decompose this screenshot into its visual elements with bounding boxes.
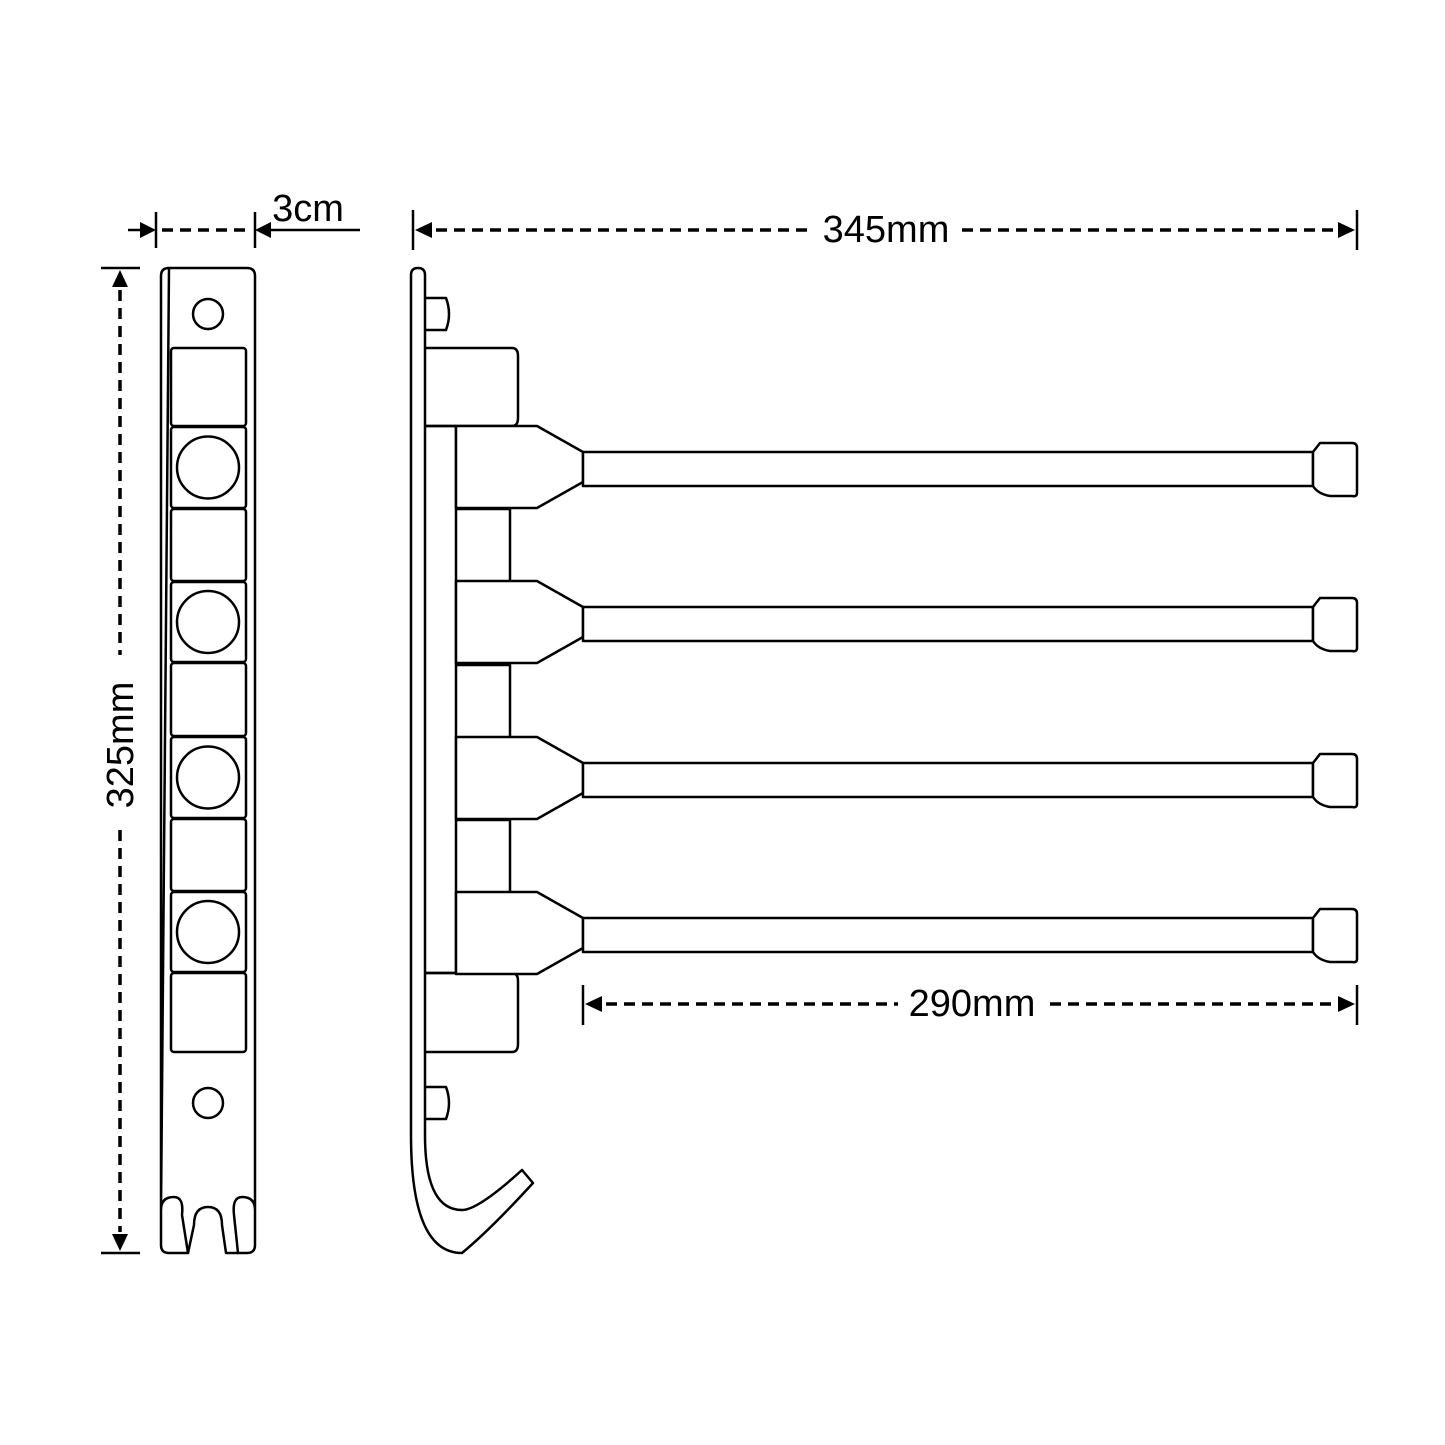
arm-rod: [581, 761, 1315, 799]
arm-rod: [581, 605, 1315, 643]
arm-rod: [581, 916, 1315, 954]
arm-hub: [454, 735, 585, 821]
arm-spacer: [456, 663, 512, 737]
height-dimension: 325mm: [100, 266, 142, 1255]
hinge-circle: [175, 745, 241, 810]
front-view-backplate: [159, 266, 257, 1255]
width-label: 3cm: [272, 188, 344, 230]
arm-hub: [454, 890, 585, 976]
towel-arm: [454, 818, 1359, 976]
towel-arm: [454, 663, 1359, 821]
arm-length-dimension: 290mm: [581, 983, 1359, 1025]
arm-hub: [454, 424, 585, 510]
spacer-block: [169, 971, 248, 1054]
mounting-hole-top: [191, 297, 225, 331]
knob-bottom: [425, 1085, 451, 1121]
side-view: [409, 266, 1359, 1255]
hinge-circle: [175, 435, 241, 500]
hinge-circle: [175, 589, 241, 655]
hinge-block: [169, 425, 248, 510]
arm-end-cap: [1311, 752, 1359, 809]
width-dimension: 3cm: [128, 188, 360, 248]
spacer-block: [169, 817, 248, 893]
height-label: 325mm: [100, 682, 142, 809]
arm-end-cap: [1311, 441, 1359, 498]
arm-spacer: [456, 818, 512, 892]
spacer-block: [169, 346, 248, 428]
arm-hub: [454, 579, 585, 665]
towel-arm: [454, 424, 1359, 510]
hinge-block: [169, 735, 248, 820]
hinge-block: [169, 580, 248, 664]
hinge-circle: [175, 899, 241, 965]
spacer-block: [169, 661, 248, 738]
top-block: [425, 346, 520, 428]
wall-plate-hook: [409, 266, 535, 1255]
arm-end-cap: [1311, 596, 1359, 653]
total-length-dimension: 345mm: [411, 209, 1359, 251]
mounting-hole-bottom: [191, 1086, 225, 1120]
hinge-block: [169, 890, 248, 974]
towel-arm: [454, 507, 1359, 665]
total-length-label: 345mm: [823, 209, 950, 251]
bottom-block: [425, 971, 520, 1054]
knob-top: [425, 296, 451, 332]
arm-spacer: [456, 507, 512, 581]
spacer-block: [169, 507, 248, 583]
arm-length-label: 290mm: [909, 983, 1036, 1025]
arm-rod: [581, 450, 1315, 488]
arm-end-cap: [1311, 907, 1359, 964]
